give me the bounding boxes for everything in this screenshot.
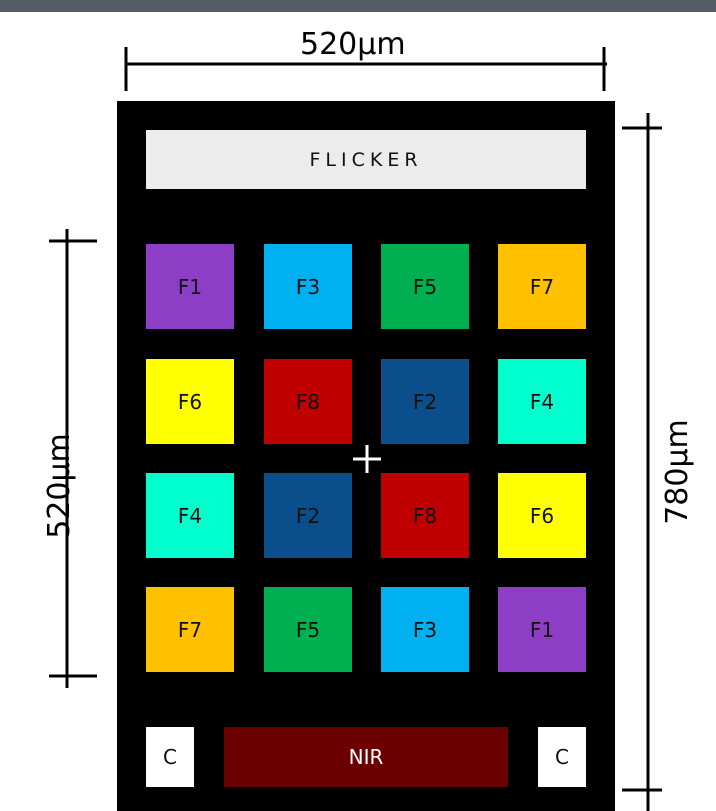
filter-cell: F7 [146, 587, 234, 672]
top-width-label: 520µm [300, 27, 406, 62]
filter-cell: F4 [498, 359, 586, 444]
right-height-label: 780µm [660, 419, 695, 525]
flicker-sensor: FLICKER [146, 130, 586, 189]
filter-cell: F5 [264, 587, 352, 672]
filter-cell: F6 [498, 473, 586, 558]
filter-cell: F7 [498, 244, 586, 329]
filter-cell: F1 [498, 587, 586, 672]
filter-cell: F2 [381, 359, 469, 444]
filter-cell: F4 [146, 473, 234, 558]
filter-cell: F8 [381, 473, 469, 558]
filter-cell: F2 [264, 473, 352, 558]
right-c-pad: C [538, 727, 586, 787]
filter-cell: F5 [381, 244, 469, 329]
filter-cell: F1 [146, 244, 234, 329]
window-top-border [0, 0, 716, 12]
filter-cell: F8 [264, 359, 352, 444]
nir-sensor: NIR [224, 727, 508, 787]
filter-cell: F6 [146, 359, 234, 444]
center-crosshair-icon [353, 445, 381, 473]
left-height-label: 520µm [42, 433, 77, 539]
filter-cell: F3 [381, 587, 469, 672]
filter-cell: F3 [264, 244, 352, 329]
left-c-pad: C [146, 727, 194, 787]
